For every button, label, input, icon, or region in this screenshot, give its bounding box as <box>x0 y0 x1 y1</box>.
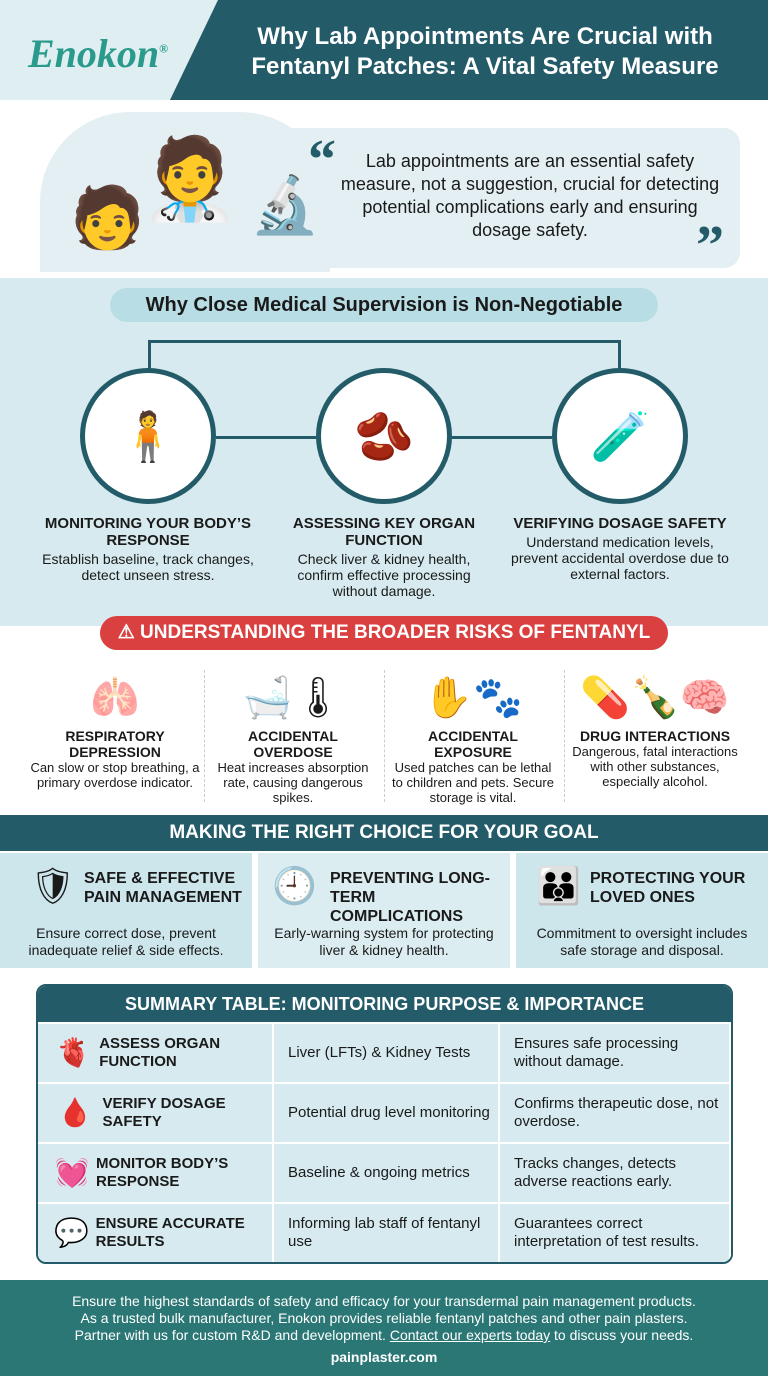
shield-heart-icon: 🛡 <box>30 865 76 906</box>
liver-icon: 🫀 <box>56 1037 92 1068</box>
connector-line <box>148 340 151 370</box>
summary-title: SUMMARY TABLE: MONITORING PURPOSE & IMPO… <box>38 986 731 1022</box>
summary-table: SUMMARY TABLE: MONITORING PURPOSE & IMPO… <box>36 984 733 1264</box>
blood-drop-icon: 🩸 <box>57 1097 93 1128</box>
warning-icon: ⚠ <box>117 622 141 643</box>
footer-text: Ensure the highest standards of safety a… <box>72 1293 696 1309</box>
footer-text: Partner with us for custom R&D and devel… <box>74 1327 390 1343</box>
body-monitoring-icon: 🧍 <box>80 368 216 504</box>
liver-kidney-icon: 🫘 <box>316 368 452 504</box>
logo-text: Enokon <box>28 31 160 76</box>
open-quote-icon: “ <box>308 129 336 191</box>
connector-line <box>148 340 620 343</box>
heartbeat-icon: 💓 <box>54 1157 90 1188</box>
footer-text: As a trusted bulk manufacturer, Enokon p… <box>80 1310 688 1326</box>
lungs-icon: 🫁 <box>90 676 140 720</box>
family-lock-icon: 👪 <box>536 865 581 906</box>
patient-icon: 🧑 <box>70 184 145 251</box>
supervision-title: Why Close Medical Supervision is Non-Neg… <box>110 288 658 322</box>
connector-line <box>618 340 621 370</box>
heat-bath-thermometer-icon: 🛁🌡 <box>242 676 344 720</box>
website-link[interactable]: painplaster.com <box>330 1349 438 1365</box>
contact-experts-link[interactable]: Contact our experts today <box>389 1327 551 1343</box>
risks-title: UNDERSTANDING THE BROADER RISKS OF FENTA… <box>140 622 651 643</box>
quote-text: Lab appointments are an essential safety… <box>340 151 720 240</box>
divider <box>564 670 565 802</box>
header-title-band <box>170 0 768 100</box>
page-title: Why Lab Appointments Are Crucial with Fe… <box>251 23 719 80</box>
risks-banner: ⚠ UNDERSTANDING THE BROADER RISKS OF FEN… <box>100 616 668 650</box>
footer-text: to discuss your needs. <box>550 1327 694 1343</box>
registered-mark: ® <box>159 41 169 56</box>
test-tube-thermometer-icon: 🧪 <box>552 368 688 504</box>
logo: Enokon® <box>28 30 168 77</box>
close-quote-icon: ” <box>696 215 724 277</box>
footer: Ensure the highest standards of safety a… <box>0 1280 768 1376</box>
goals-title: MAKING THE RIGHT CHOICE FOR YOUR GOAL <box>0 815 768 851</box>
divider <box>384 670 385 802</box>
chat-bubble-icon: 💬 <box>54 1217 90 1248</box>
clock-check-icon: 🕘 <box>272 865 317 906</box>
hand-paw-icon: ✋🐾 <box>423 676 523 720</box>
microscope-icon: 🔬 <box>250 173 320 236</box>
pills-alcohol-brain-icon: 💊🍾🧠 <box>580 676 730 720</box>
divider <box>204 670 205 802</box>
doctor-icon: 🧑‍⚕️ <box>140 134 240 223</box>
doctor-patient-illustration: 🧑 🧑‍⚕️ 🔬 <box>40 112 330 272</box>
